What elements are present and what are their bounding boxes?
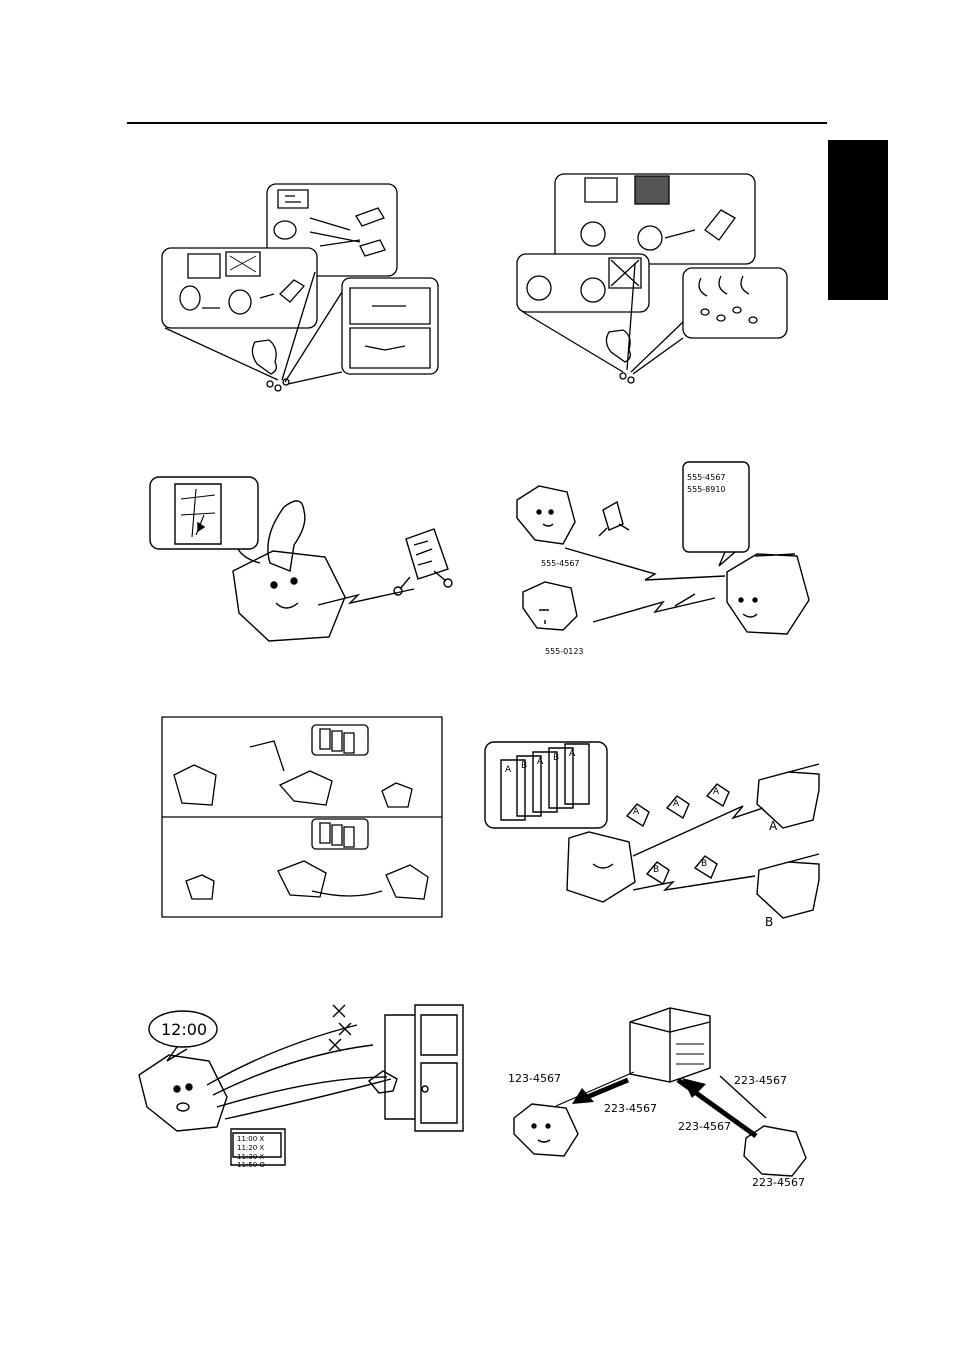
illustration-programs-right <box>515 172 790 387</box>
bubble-number-1: 555-4567 <box>687 473 726 482</box>
left-arrow-number: 123-4567 <box>508 1072 561 1085</box>
illustration-timer-retry: 12:00 11:00 X 11:20 X 11:30 X 11:50 O <box>133 995 478 1169</box>
page-label-3: A <box>713 787 720 797</box>
bottom-left-number: 555-0123 <box>545 647 584 656</box>
page-label-1: A <box>633 807 640 817</box>
number-bubble <box>683 462 749 552</box>
log-line-4: 11:50 O <box>237 1161 265 1169</box>
doc-label-5: A <box>569 749 576 759</box>
illustration-batch-send: A B A B A A A A B B A B <box>483 740 828 929</box>
log-line-1: 11:00 X <box>237 1135 264 1143</box>
illustration-onetouch <box>148 475 470 640</box>
illustration-forwarding: 123-4567 223-4567 223-4567 223-4567 223-… <box>508 1000 808 1189</box>
top-left-number: 555-4567 <box>541 559 580 568</box>
doc-label-2: B <box>521 761 527 771</box>
diagonal-number: 223-4567 <box>678 1120 731 1133</box>
center-number: 223-4567 <box>604 1102 657 1115</box>
bubble-number-2: 555-8910 <box>687 485 726 494</box>
page-label-2: A <box>673 799 680 809</box>
illustration-dial-numbers: 555-4567 555-8910 555-4567 555-0123 <box>515 460 815 656</box>
illustration-polling <box>160 715 444 920</box>
header-rule <box>127 122 827 124</box>
bottom-right-number: 223-4567 <box>752 1176 805 1189</box>
clock-time: 12:00 <box>161 1020 207 1039</box>
right-arrow-number: 223-4567 <box>734 1074 787 1087</box>
section-tab <box>828 140 888 300</box>
fax-b-label: B <box>765 915 773 929</box>
doc-label-4: B <box>553 753 559 763</box>
log-line-2: 11:20 X <box>237 1144 264 1152</box>
fax-a-label: A <box>769 819 778 833</box>
illustration-programs-left <box>160 182 440 397</box>
doc-label-1: A <box>505 765 512 775</box>
doc-label-3: A <box>537 757 544 767</box>
log-line-3: 11:30 X <box>237 1153 264 1161</box>
page-label-4: B <box>653 865 659 875</box>
page-label-5: B <box>701 859 707 869</box>
